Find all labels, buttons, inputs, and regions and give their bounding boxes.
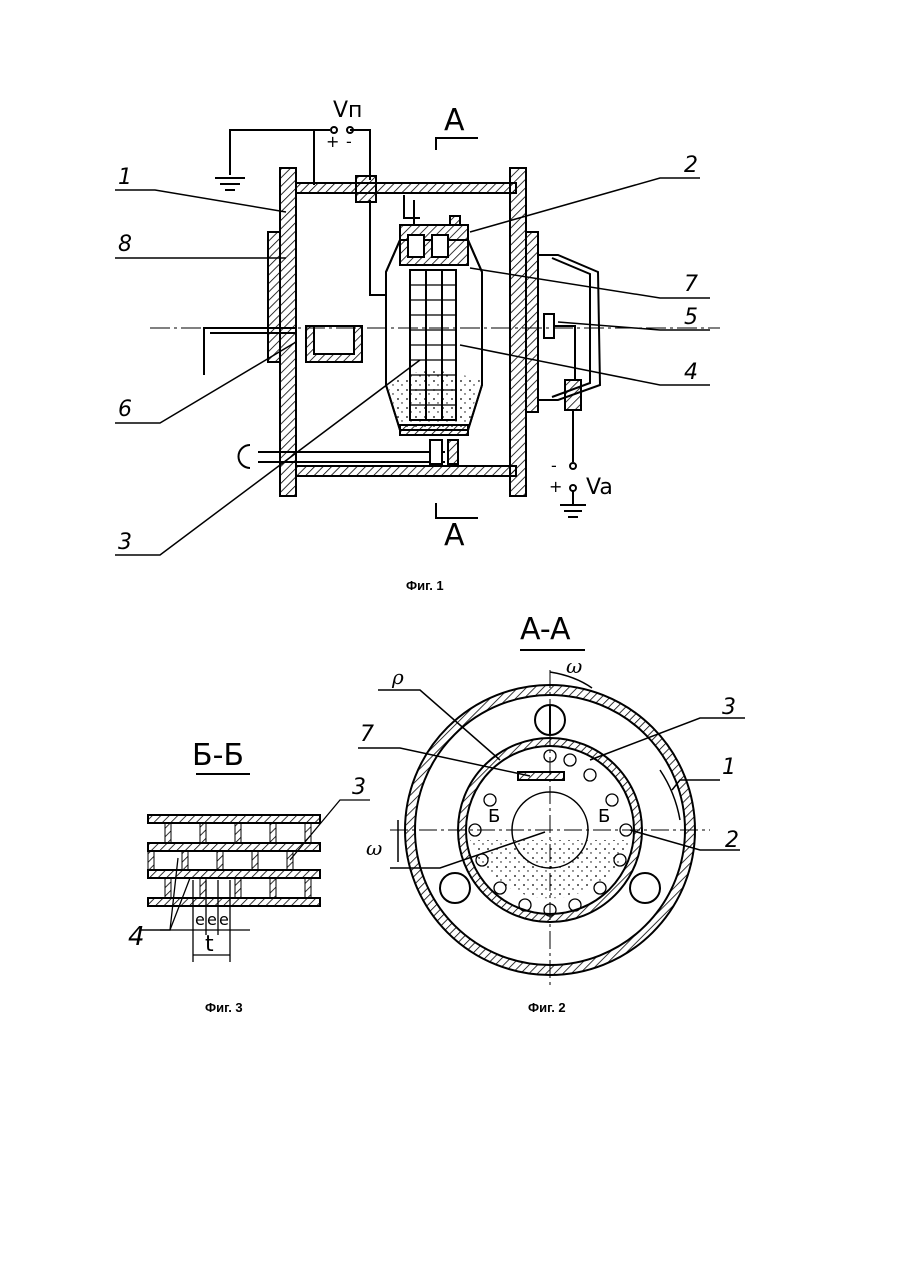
fig1-minus-bottom: - <box>551 456 557 475</box>
fig1-label-5: 5 <box>684 305 698 330</box>
fig1-label-7: 7 <box>684 272 698 297</box>
fig1-label-8: 8 <box>118 232 132 257</box>
fig3-label-e1: e <box>195 910 205 929</box>
fig1-label-1: 1 <box>118 165 132 190</box>
fig1-voltage-bottom: Va <box>586 475 613 500</box>
fig1-section-mark-bottom: A <box>444 518 465 553</box>
fig3-label-t: t <box>205 932 214 957</box>
fig3-diagram <box>140 774 370 962</box>
fig1-plus-bottom: + <box>549 477 562 496</box>
fig2-label-rho: ρ <box>392 665 404 689</box>
fig2-title: A-A <box>520 612 571 647</box>
fig1-diagram <box>115 127 720 555</box>
fig2-caption: Фиг. 2 <box>528 1000 566 1015</box>
fig1-plus-top: + <box>326 132 339 151</box>
fig2-label-2: 2 <box>725 828 739 853</box>
fig1-label-3: 3 <box>118 530 132 555</box>
fig1-minus-top: - <box>346 132 352 151</box>
fig1-caption: Фиг. 1 <box>406 578 444 593</box>
fig3-label-4: 4 <box>128 922 145 952</box>
fig3-caption: Фиг. 3 <box>205 1000 243 1015</box>
fig1-label-2: 2 <box>684 153 698 178</box>
fig1-label-4: 4 <box>684 360 698 385</box>
fig2-label-7: 7 <box>360 722 374 747</box>
fig2-label-omega-top: ω <box>566 654 582 678</box>
fig2-label-1: 1 <box>722 755 736 780</box>
fig3-label-e2: e <box>207 910 217 929</box>
fig3-label-e3: e <box>219 910 229 929</box>
fig1-voltage-top: Vп <box>333 98 362 123</box>
fig1-section-mark-top: A <box>444 103 465 138</box>
fig2-label-3: 3 <box>722 695 736 720</box>
fig2-label-omega-left: ω <box>366 836 382 860</box>
fig2-label-b-right: Б <box>598 806 610 827</box>
fig2-label-b-left: Б <box>488 806 500 827</box>
fig2-diagram <box>358 650 745 985</box>
fig3-label-3: 3 <box>352 775 366 800</box>
fig3-title: Б-Б <box>192 738 244 773</box>
fig1-label-6: 6 <box>118 397 132 422</box>
